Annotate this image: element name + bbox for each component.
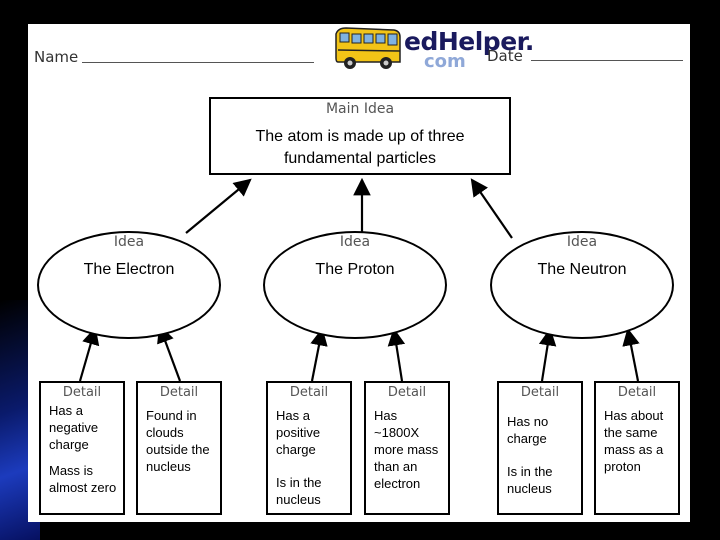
- school-bus-icon: [335, 27, 401, 69]
- arrow-detail3-to-proton: [310, 327, 328, 382]
- arrow-neutron-to-main: [470, 178, 513, 239]
- detail-proton-2: Detail Has ~1800X more mass than an elec…: [364, 381, 450, 515]
- detail-line: Has ~1800X more mass than an electron: [374, 408, 439, 491]
- detail-proton-1: Detail Has a positive charge Is in the n…: [266, 381, 352, 515]
- arrow-detail2-to-electron: [157, 324, 182, 382]
- idea-proton: Idea The Proton: [263, 231, 447, 339]
- name-line: [82, 62, 314, 63]
- edhelper-logo: edHelper. com: [334, 24, 534, 72]
- arrow-electron-to-main: [185, 178, 252, 234]
- date-label: Date: [487, 47, 523, 65]
- detail-title: Detail: [289, 385, 329, 400]
- logo-text: edHelper.: [404, 27, 534, 56]
- detail-title: Detail: [387, 385, 427, 400]
- date-line: [531, 60, 683, 61]
- idea-title: Idea: [566, 234, 598, 250]
- idea-text: The Neutron: [537, 261, 627, 278]
- detail-title: Detail: [520, 385, 560, 400]
- arrow-detail5-to-neutron: [538, 327, 557, 382]
- detail-title: Detail: [62, 385, 102, 400]
- main-idea-text: The atom is made up of three fundamental…: [255, 128, 465, 167]
- arrow-detail1-to-electron: [78, 326, 100, 382]
- detail-line: Has a negative charge: [49, 403, 99, 452]
- detail-line: Found in clouds outside the nucleus: [146, 408, 210, 474]
- detail-title: Detail: [617, 385, 657, 400]
- idea-neutron: Idea The Neutron: [490, 231, 674, 339]
- detail-electron-2: Detail Found in clouds outside the nucle…: [136, 381, 222, 515]
- detail-electron-1: Detail Has a negative charge Mass is alm…: [39, 381, 125, 515]
- detail-line: Is in the nucleus: [276, 475, 322, 507]
- arrow-detail4-to-proton: [387, 327, 406, 382]
- detail-line: Mass is almost zero: [49, 463, 117, 495]
- detail-line: Has no charge: [507, 414, 549, 446]
- detail-line: Has about the same mass as a proton: [604, 408, 664, 474]
- idea-text: The Proton: [315, 261, 395, 278]
- idea-text: The Electron: [83, 261, 175, 278]
- name-label: Name: [34, 48, 79, 66]
- main-idea-title: Main Idea: [325, 101, 395, 117]
- detail-neutron-1: Detail Has no charge Is in the nucleus: [497, 381, 583, 515]
- connector-arrows: [78, 177, 640, 382]
- detail-line: Is in the nucleus: [507, 464, 553, 496]
- detail-neutron-2: Detail Has about the same mass as a prot…: [594, 381, 680, 515]
- detail-title: Detail: [159, 385, 199, 400]
- idea-title: Idea: [339, 234, 371, 250]
- worksheet: Name edHelper. com Date: [28, 24, 690, 522]
- idea-electron: Idea The Electron: [37, 231, 221, 339]
- arrow-detail6-to-neutron: [622, 327, 640, 382]
- logo-com: com: [424, 51, 466, 72]
- main-idea-box: Main Idea The atom is made up of three f…: [209, 97, 511, 175]
- idea-title: Idea: [113, 234, 145, 250]
- detail-line: Has a positive charge: [276, 408, 321, 457]
